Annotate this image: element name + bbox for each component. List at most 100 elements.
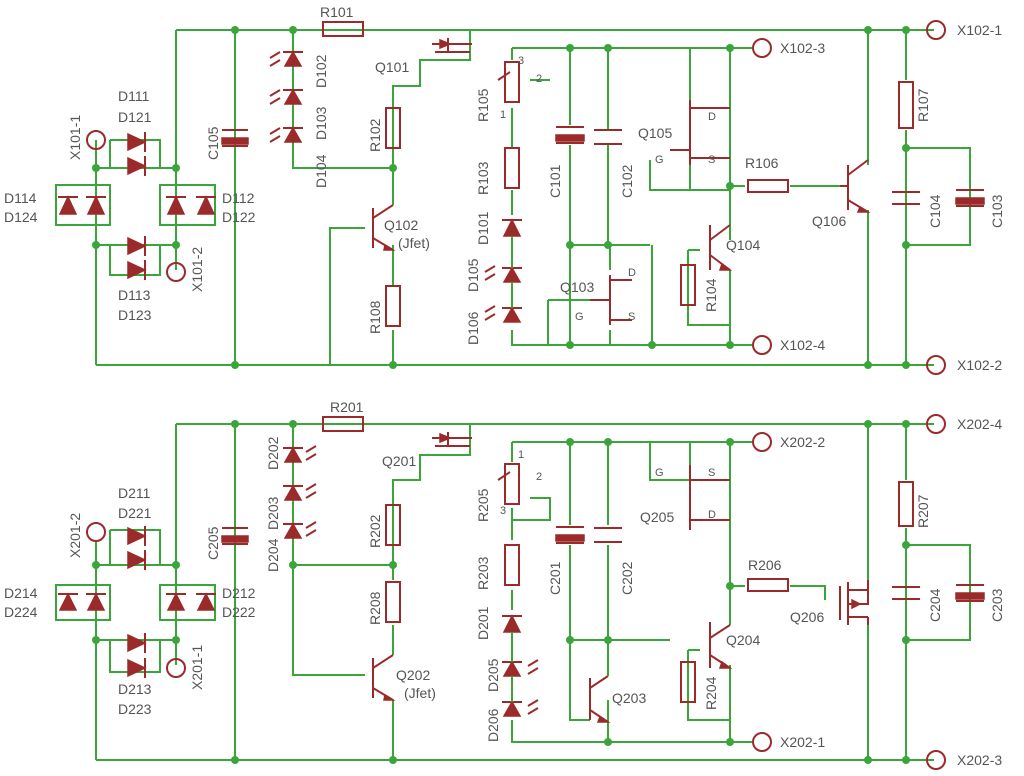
label-c204: C204 xyxy=(927,588,943,622)
led-d204 xyxy=(283,521,317,539)
label-x102-1: X102-1 xyxy=(957,22,1002,38)
label-c202: C202 xyxy=(619,561,635,595)
connector-x101-2[interactable] xyxy=(166,262,186,282)
diode-d123 xyxy=(127,260,147,280)
resistor-r201 xyxy=(322,416,364,432)
led-d106 xyxy=(484,305,522,323)
pin-label: 1 xyxy=(518,449,524,461)
label-d224: D224 xyxy=(4,604,38,620)
resistor-r103 xyxy=(504,147,520,189)
connector-x202-2[interactable] xyxy=(752,432,772,452)
label-c105: C105 xyxy=(205,126,221,160)
resistor-r106 xyxy=(747,179,789,193)
connector-x101-1[interactable] xyxy=(86,130,106,150)
diode-d201 xyxy=(502,614,522,633)
connector-x102-3[interactable] xyxy=(752,38,772,58)
mosfet-q206 xyxy=(839,580,869,625)
label-r107: R107 xyxy=(915,88,931,122)
label-d102: D102 xyxy=(313,54,329,88)
resistor-r102 xyxy=(385,107,401,149)
resistor-r203 xyxy=(504,544,520,586)
resistor-r204 xyxy=(680,661,696,703)
label-d214: D214 xyxy=(4,585,38,601)
capacitor-c202 xyxy=(594,527,622,543)
bottom-circuit: R201 Q201 D211 D221 D214 D224 D212 D222 … xyxy=(4,399,1005,770)
resistor-r206 xyxy=(747,578,789,592)
capacitor-c104 xyxy=(892,191,920,205)
label-d223: D223 xyxy=(118,701,152,717)
diode-d114 xyxy=(58,195,78,215)
label-x102-3: X102-3 xyxy=(780,40,825,56)
label-d123: D123 xyxy=(118,307,152,323)
jfet-q105 xyxy=(670,100,730,165)
label-q203: Q203 xyxy=(612,690,646,706)
label-x202-1: X202-1 xyxy=(780,734,825,750)
resistor-r207 xyxy=(898,481,914,527)
capacitor-c105 xyxy=(221,129,249,147)
label-d212: D212 xyxy=(222,585,256,601)
label-q105: Q105 xyxy=(638,125,672,141)
resistor-r202 xyxy=(385,504,401,546)
label-d211: D211 xyxy=(118,485,151,501)
label-c103: C103 xyxy=(989,194,1005,228)
connector-x202-4[interactable] xyxy=(926,414,946,434)
connector-x102-4[interactable] xyxy=(752,335,772,355)
label-x101-1: X101-1 xyxy=(67,115,83,160)
label-q202: Q202 xyxy=(396,667,430,683)
junction-dots xyxy=(92,26,910,369)
pin-label: S xyxy=(708,467,715,479)
label-d103: D103 xyxy=(313,106,329,140)
diode-d113 xyxy=(127,236,147,256)
diode-d223 xyxy=(127,658,147,678)
connector-x202-1[interactable] xyxy=(752,732,772,752)
jfet-q102 xyxy=(372,204,396,251)
label-q104: Q104 xyxy=(726,237,760,253)
pin-label: G xyxy=(655,154,664,166)
label-d205: D205 xyxy=(485,658,501,692)
pin-label: D xyxy=(708,111,716,123)
label-q202-note: (Jfet) xyxy=(404,685,436,701)
led-d205 xyxy=(502,659,539,677)
label-x202-4: X202-4 xyxy=(957,416,1002,432)
connector-x201-2[interactable] xyxy=(86,522,106,542)
label-r206: R206 xyxy=(748,557,782,573)
label-c101: C101 xyxy=(547,164,563,198)
label-d114: D114 xyxy=(4,190,37,206)
junction-dots xyxy=(92,420,910,764)
connector-x201-1[interactable] xyxy=(166,658,186,678)
connector-x102-2[interactable] xyxy=(926,355,946,375)
diode-d213 xyxy=(127,633,147,653)
label-d221: D221 xyxy=(118,505,152,521)
jfet-q205 xyxy=(689,465,730,530)
label-r108: R108 xyxy=(367,300,383,334)
connector-x202-3[interactable] xyxy=(926,750,946,770)
label-r106: R106 xyxy=(745,155,779,171)
label-c104: C104 xyxy=(927,194,943,228)
label-q206: Q206 xyxy=(790,609,824,625)
label-d106: D106 xyxy=(465,311,481,345)
bjt-q104 xyxy=(709,224,733,271)
label-d202: D202 xyxy=(265,436,281,470)
resistor-r101 xyxy=(322,21,364,37)
mosfet-q101 xyxy=(432,38,472,53)
connector-x102-1[interactable] xyxy=(926,20,946,40)
label-c205: C205 xyxy=(205,526,221,560)
capacitor-c201 xyxy=(555,526,585,544)
diode-d111 xyxy=(127,132,147,152)
label-x102-4: X102-4 xyxy=(780,337,825,353)
label-r104: R104 xyxy=(703,278,719,312)
resistor-r104 xyxy=(680,264,696,306)
diode-d122 xyxy=(196,195,216,215)
pin-label: 2 xyxy=(536,471,542,483)
label-d105: D105 xyxy=(465,258,481,292)
label-q205: Q205 xyxy=(640,509,674,525)
pin-label: D xyxy=(708,509,716,521)
bjt-q203 xyxy=(589,675,611,723)
diode-d212 xyxy=(166,592,186,611)
capacitor-c203 xyxy=(955,584,985,602)
pin-label: S xyxy=(628,311,635,323)
diode-d221 xyxy=(127,550,147,570)
jfet-q202 xyxy=(372,654,396,701)
label-d111: D111 xyxy=(118,88,150,104)
